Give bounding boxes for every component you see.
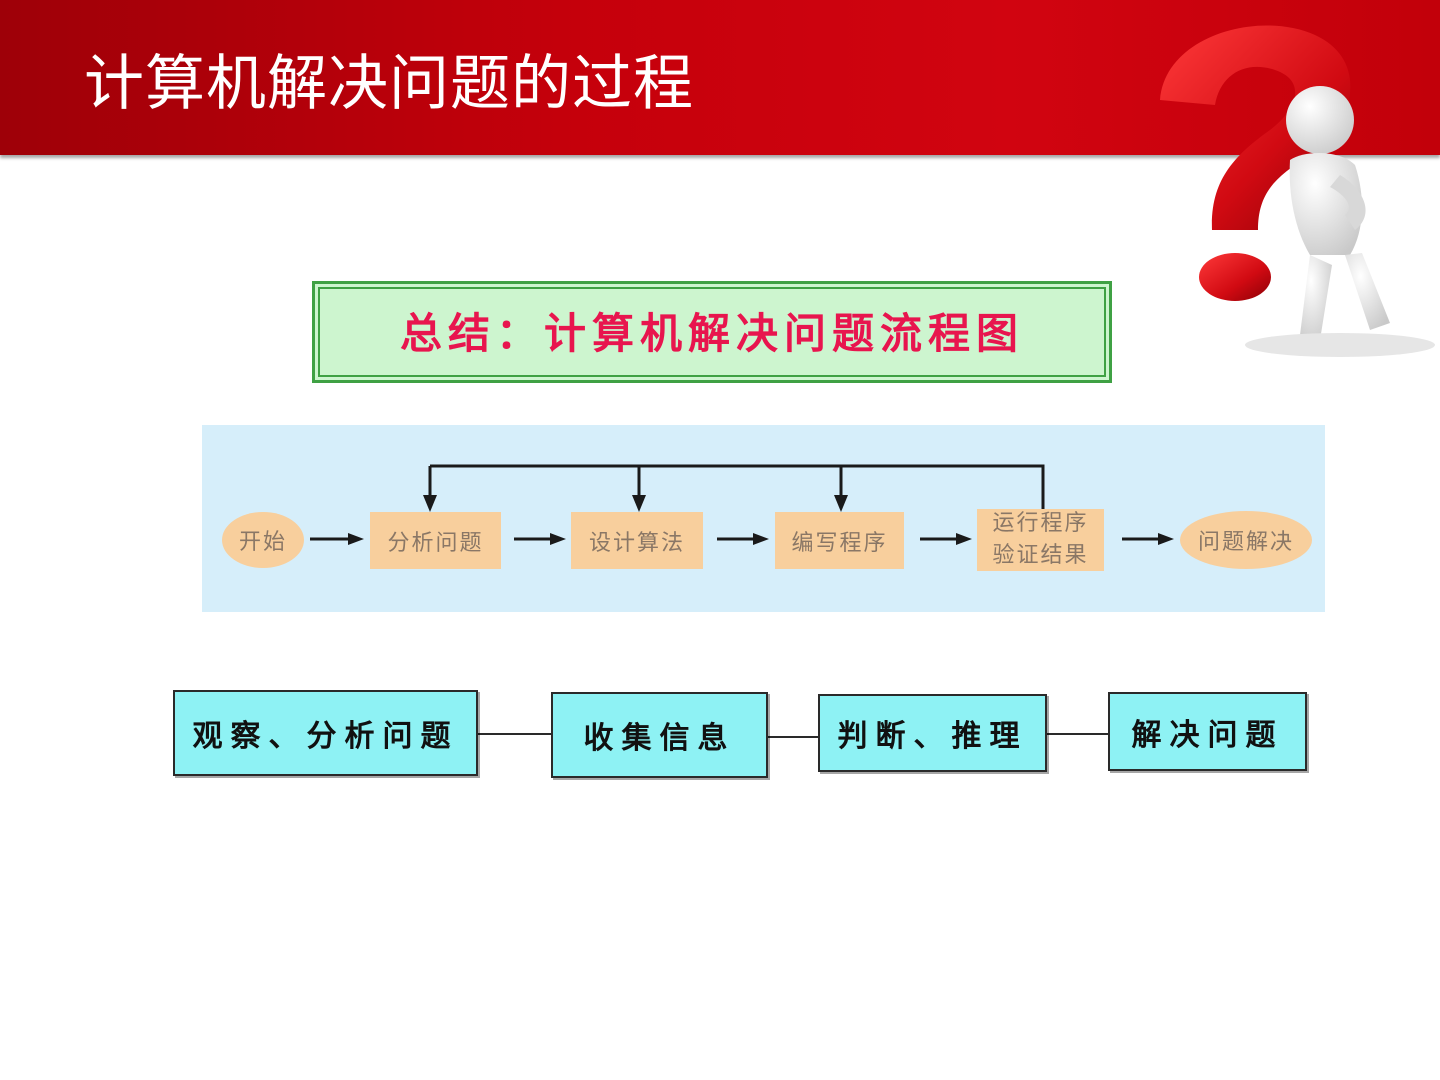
flow-start-node: 开始 [222, 512, 304, 568]
flow-end-node: 问题解决 [1180, 511, 1312, 569]
flow-step-run-label: 运行程序 [992, 511, 1089, 536]
flowchart-panel: 开始 分析问题 设计算法 编写程序 运行程序 验证结果 问题解决 [202, 425, 1325, 612]
summary-banner: 总结：计算机解决问题流程图 [312, 281, 1112, 383]
process-step-reason: 判断、推理 [818, 694, 1047, 772]
process-connector-3 [1047, 733, 1109, 735]
flow-step-run-verify: 运行程序 验证结果 [977, 509, 1104, 571]
flow-step-code: 编写程序 [775, 512, 904, 569]
process-connector-1 [478, 733, 552, 735]
process-connector-2 [768, 736, 818, 738]
flowchart-arrows [310, 464, 1174, 545]
summary-title: 总结：计算机解决问题流程图 [399, 309, 1024, 358]
process-step-observe: 观察、分析问题 [173, 690, 478, 776]
flow-step-design: 设计算法 [571, 512, 703, 569]
process-step-collect: 收集信息 [551, 692, 768, 778]
question-figure-illustration [1160, 25, 1435, 357]
flow-step-verify-label: 验证结果 [992, 543, 1089, 568]
process-step-solve: 解决问题 [1108, 692, 1307, 771]
flow-step-analyze: 分析问题 [370, 512, 501, 569]
page-title: 计算机解决问题的过程 [84, 49, 694, 119]
